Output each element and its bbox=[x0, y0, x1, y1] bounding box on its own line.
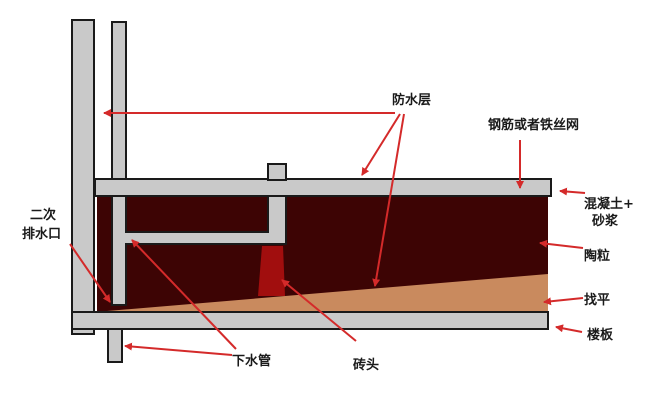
waterproof-wall bbox=[111, 21, 127, 181]
drain-pipe-lower bbox=[107, 328, 123, 363]
label-leveling: 找平 bbox=[584, 292, 610, 308]
label-secondary-drain-2: 排水口 bbox=[22, 226, 61, 242]
outer-wall bbox=[71, 19, 95, 335]
top-slab bbox=[94, 178, 552, 197]
floor-drain-riser bbox=[267, 163, 287, 181]
leveling-layer bbox=[95, 274, 548, 312]
label-waterproof-layer: 防水层 bbox=[392, 92, 431, 108]
floor-slab bbox=[71, 311, 549, 330]
drain-pipe-upper bbox=[111, 195, 287, 306]
label-ceramsite: 陶粒 bbox=[584, 248, 610, 264]
label-floor-slab: 楼板 bbox=[587, 327, 614, 343]
label-brick: 砖头 bbox=[353, 357, 379, 373]
leader-lines bbox=[69, 109, 586, 356]
brick bbox=[258, 246, 285, 296]
label-drain-pipe: 下水管 bbox=[232, 353, 271, 369]
label-steel-mesh: 钢筋或者铁丝网 bbox=[488, 117, 579, 133]
label-concrete-mortar-2: 砂浆 bbox=[591, 213, 619, 229]
label-secondary-drain-1: 二次 bbox=[30, 207, 56, 223]
label-concrete-mortar-1: 混凝土+ bbox=[584, 196, 634, 212]
